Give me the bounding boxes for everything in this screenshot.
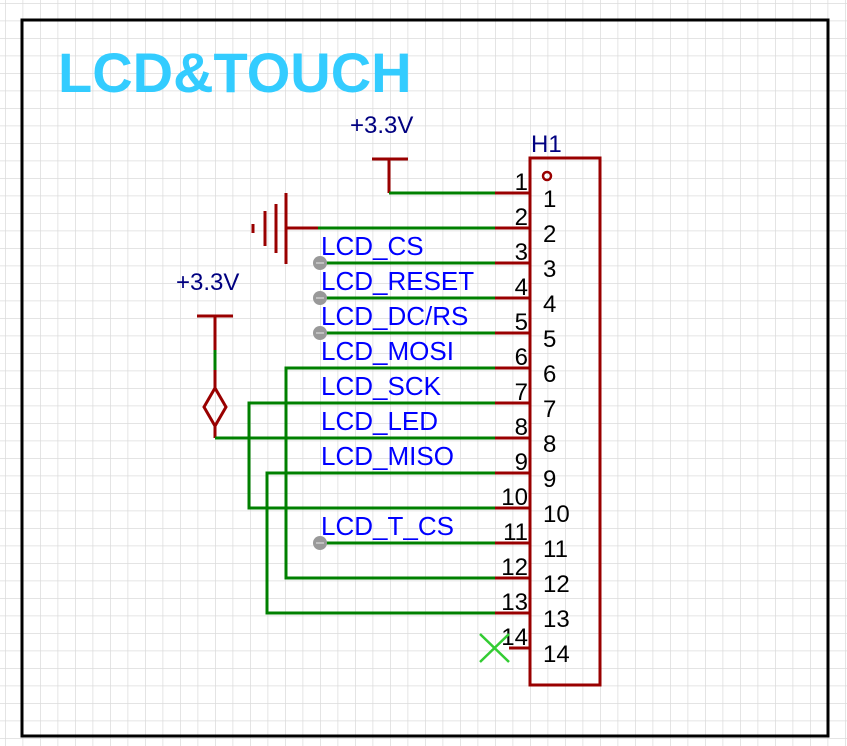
pin-number-outer: 12	[501, 554, 528, 581]
net-label-lcd-dc-rs: LCD_DC/RS	[321, 301, 468, 331]
power-port-top[interactable]	[372, 157, 408, 193]
wire-pin7-pin10[interactable]	[247, 401, 495, 510]
pin-4[interactable]: 44	[495, 274, 556, 318]
pin-number-inner: 5	[543, 326, 556, 353]
net-label-lcd-sck: LCD_SCK	[321, 371, 442, 401]
pin-number-outer: 9	[515, 449, 528, 476]
pin-number-inner: 10	[543, 501, 570, 528]
wire-pin9-pin13[interactable]	[265, 471, 495, 615]
pin-number-inner: 6	[543, 361, 556, 388]
pin-11[interactable]: 11 11	[495, 519, 568, 563]
net-label-lcd-led: LCD_LED	[321, 406, 438, 436]
pin-9[interactable]: 99	[495, 449, 556, 493]
pin-number-inner: 4	[543, 291, 556, 318]
pin-number-outer: 6	[515, 344, 528, 371]
pin-7[interactable]: 77	[495, 379, 556, 423]
pin-number-inner: 2	[543, 221, 556, 248]
net-label-lcd-t-cs: LCD_T_CS	[321, 511, 454, 541]
pin-number-inner: 1	[543, 186, 556, 213]
pin-number-outer: 3	[515, 239, 528, 266]
pin-number-outer: 4	[515, 274, 528, 301]
pin-8[interactable]: 88	[495, 414, 556, 458]
pin-number-inner: 8	[543, 431, 556, 458]
pin-number-inner: 11	[543, 536, 568, 563]
pin-12[interactable]: 12 12	[495, 554, 570, 598]
component-designator: H1	[531, 131, 562, 158]
power-port-left[interactable]	[197, 314, 233, 350]
ground-symbol[interactable]	[251, 193, 318, 264]
pin-number-outer: 10	[501, 484, 528, 511]
sheet-frame	[20, 18, 830, 738]
net-label-lcd-reset: LCD_RESET	[321, 266, 474, 296]
pin-number-outer: 1	[515, 169, 528, 196]
pin-number-outer: 11	[503, 519, 528, 546]
net-label-lcd-miso: LCD_MISO	[321, 441, 454, 471]
pin-number-outer: 7	[515, 379, 528, 406]
pin-number-inner: 3	[543, 256, 556, 283]
pin-5[interactable]: 55	[495, 309, 556, 353]
pin-number-inner: 14	[543, 641, 570, 668]
net-label-lcd-cs: LCD_CS	[321, 231, 424, 261]
pin-number-outer: 13	[501, 589, 528, 616]
pin-number-inner: 13	[543, 606, 570, 633]
net-label-lcd-mosi: LCD_MOSI	[321, 336, 454, 366]
sheet-title: LCD&TOUCH	[58, 41, 412, 104]
pin1-marker-icon	[541, 170, 553, 182]
pin-number-outer: 5	[515, 309, 528, 336]
pin-number-inner: 9	[543, 466, 556, 493]
pin-number-outer: 2	[515, 204, 528, 231]
pin-13[interactable]: 13 13	[495, 589, 570, 633]
pin-3[interactable]: 33	[495, 239, 556, 283]
pin-number-inner: 12	[543, 571, 570, 598]
no-connect-icon[interactable]	[479, 633, 510, 663]
pin-number-outer: 8	[515, 414, 528, 441]
pin-10[interactable]: 10 10	[495, 484, 570, 528]
power-label-top: +3.3V	[350, 112, 413, 139]
power-label-left: +3.3V	[176, 269, 239, 296]
diode-symbol[interactable]	[202, 370, 228, 438]
header-component-body[interactable]	[528, 156, 602, 687]
pin-1[interactable]: 11	[495, 169, 556, 213]
pin-number-inner: 7	[543, 396, 556, 423]
pin-6[interactable]: 66	[495, 344, 556, 388]
pin-2[interactable]: 22	[495, 204, 556, 248]
